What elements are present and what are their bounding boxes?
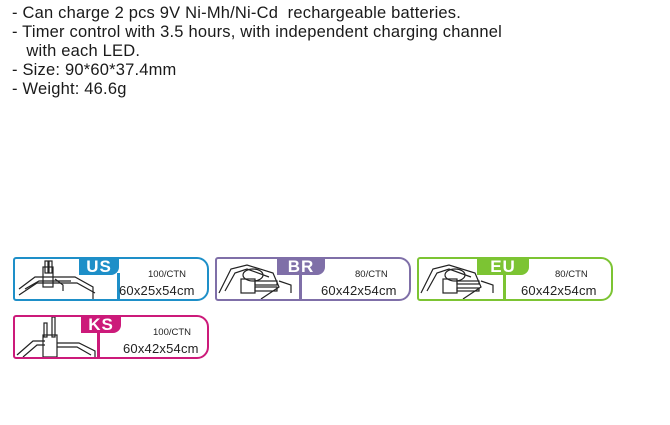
plug-card-br: BR 80/CTN 60x42x54cm — [215, 257, 411, 301]
carton-dimensions: 60x42x54cm — [321, 283, 397, 298]
carton-quantity: 100/CTN — [153, 327, 192, 338]
plug-card-us: US 100/CTN 60x25x54cm — [13, 257, 209, 301]
carton-dimensions: 60x25x54cm — [119, 283, 195, 298]
carton-dimensions: 60x42x54cm — [123, 341, 199, 356]
eu-plug-icon — [419, 259, 511, 299]
plug-code-badge: BR — [277, 259, 325, 275]
us-plug-icon — [15, 259, 107, 299]
carton-quantity: 100/CTN — [148, 269, 187, 280]
spec-list: - Can charge 2 pcs 9V Ni-Mh/Ni-Cd rechar… — [12, 4, 502, 99]
spec-item: with each LED. — [12, 42, 141, 60]
divider — [299, 273, 302, 299]
carton-quantity: 80/CTN — [355, 269, 388, 280]
plug-card-ks: KS 100/CTN 60x42x54cm — [13, 315, 209, 359]
plug-code-badge: KS — [81, 317, 121, 333]
spec-item: - Size: 90*60*37.4mm — [12, 61, 177, 79]
spec-item: - Can charge 2 pcs 9V Ni-Mh/Ni-Cd rechar… — [12, 4, 462, 22]
plug-code-badge: EU — [477, 259, 529, 275]
divider — [117, 273, 120, 299]
ks-plug-icon — [15, 317, 107, 357]
spec-item: - Timer control with 3.5 hours, with ind… — [12, 23, 502, 41]
carton-dimensions: 60x42x54cm — [521, 283, 597, 298]
divider — [97, 331, 100, 357]
plug-card-eu: EU 80/CTN 60x42x54cm — [417, 257, 613, 301]
carton-quantity: 80/CTN — [555, 269, 588, 280]
br-plug-icon — [217, 259, 309, 299]
divider — [503, 273, 506, 299]
plug-code-badge: US — [79, 259, 119, 275]
spec-item: - Weight: 46.6g — [12, 80, 127, 98]
